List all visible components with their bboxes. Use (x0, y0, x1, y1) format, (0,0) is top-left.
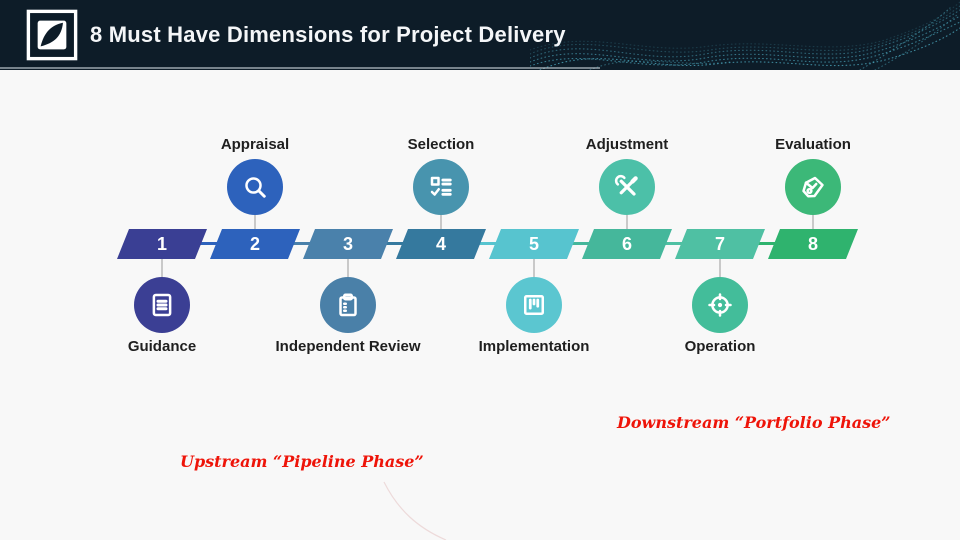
handshake-icon (798, 172, 828, 202)
step-bar: 6 (582, 229, 672, 259)
bar-connector (383, 242, 409, 245)
step-bar: 1 (117, 229, 207, 259)
bar-connector (197, 242, 223, 245)
downstream-annotation: Downstream “Portfolio Phase” (617, 413, 891, 432)
step-label: Evaluation (775, 136, 851, 153)
step-stem-line (533, 259, 535, 277)
step-stem-line (626, 215, 628, 229)
step-number: 8 (807, 233, 818, 254)
step-stem-line (440, 215, 442, 229)
step-stem-line (719, 259, 721, 277)
step-bar: 4 (396, 229, 486, 259)
upstream-annotation: Upstream “Pipeline Phase” (180, 452, 424, 471)
target-icon (705, 290, 735, 320)
step-circle (320, 277, 376, 333)
step-circle (227, 159, 283, 215)
step-label: Adjustment (585, 136, 669, 153)
step-label: Appraisal (220, 136, 290, 153)
bar-connector (662, 242, 688, 245)
particle-wave-decoration (530, 1, 960, 70)
step-number: 3 (342, 233, 353, 254)
step-bar: 7 (675, 229, 765, 259)
step-circle (506, 277, 562, 333)
step-circle (785, 159, 841, 215)
step-bar: 8 (768, 229, 858, 259)
header-bar: 8 Must Have Dimensions for Project Deliv… (0, 0, 960, 70)
step-circle (692, 277, 748, 333)
step-number: 7 (714, 233, 725, 254)
step-label: Selection (407, 136, 475, 153)
step-circle (134, 277, 190, 333)
step-number: 2 (249, 233, 260, 254)
bar-connector (476, 242, 502, 245)
step-number: 1 (156, 233, 167, 254)
bar-connector (569, 242, 595, 245)
step-number: 4 (435, 233, 446, 254)
step-stem-line (812, 215, 814, 229)
header-underline (0, 67, 600, 69)
tools-icon (612, 172, 642, 202)
document-icon (147, 290, 177, 320)
bar-connector (755, 242, 781, 245)
step-label: Independent Review (275, 338, 421, 355)
step-circle (413, 159, 469, 215)
checklist-icon (426, 172, 456, 202)
page-title: 8 Must Have Dimensions for Project Deliv… (90, 22, 566, 47)
step-bar: 3 (303, 229, 393, 259)
clipboard-icon (333, 290, 363, 320)
step-label: Operation (684, 338, 756, 355)
company-logo-icon (26, 9, 78, 61)
step-label: Guidance (127, 338, 197, 355)
step-number: 5 (528, 233, 539, 254)
step-bar: 2 (210, 229, 300, 259)
bar-connector (290, 242, 316, 245)
step-stem-line (347, 259, 349, 277)
step-number: 6 (621, 233, 632, 254)
kanban-icon (519, 290, 549, 320)
step-circle (599, 159, 655, 215)
step-label: Implementation (478, 338, 590, 355)
step-stem-line (254, 215, 256, 229)
step-stem-line (161, 259, 163, 277)
magnifier-icon (240, 172, 270, 202)
step-bar: 5 (489, 229, 579, 259)
